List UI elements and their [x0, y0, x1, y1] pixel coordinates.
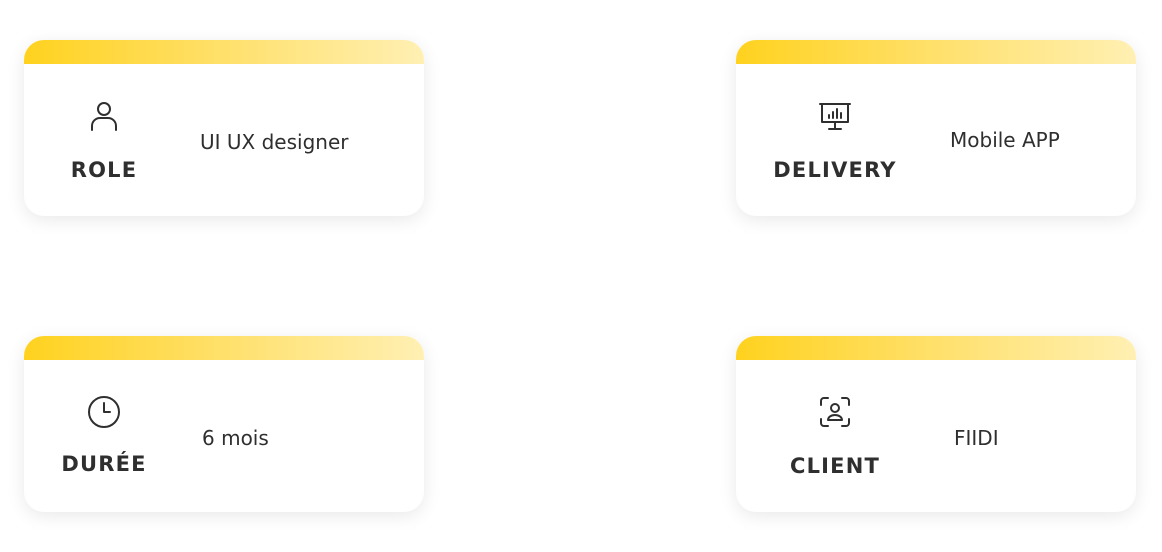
card-accent-bar: [736, 40, 1136, 64]
card-body: ROLE UI UX designer: [24, 64, 424, 216]
card-body: CLIENT FIIDI: [736, 360, 1136, 512]
card-body: DURÉE 6 mois: [24, 360, 424, 512]
card-label-column: CLIENT: [755, 360, 915, 512]
clock-icon: [86, 394, 122, 430]
client-card: CLIENT FIIDI: [736, 336, 1136, 512]
card-label-column: ROLE: [24, 64, 184, 216]
card-value: UI UX designer: [200, 130, 349, 154]
card-value: FIIDI: [954, 426, 999, 450]
card-label: DELIVERY: [773, 158, 897, 182]
card-accent-bar: [24, 336, 424, 360]
face-scan-icon: [817, 394, 853, 430]
card-label-column: DURÉE: [24, 360, 184, 512]
card-body: DELIVERY Mobile APP: [736, 64, 1136, 216]
card-label: ROLE: [70, 158, 138, 182]
delivery-card: DELIVERY Mobile APP: [736, 40, 1136, 216]
card-value: 6 mois: [202, 426, 269, 450]
card-value: Mobile APP: [950, 128, 1060, 152]
duree-card: DURÉE 6 mois: [24, 336, 424, 512]
card-label: CLIENT: [789, 454, 881, 478]
role-card: ROLE UI UX designer: [24, 40, 424, 216]
card-label: DURÉE: [61, 452, 147, 476]
card-accent-bar: [736, 336, 1136, 360]
card-label-column: DELIVERY: [755, 64, 915, 216]
presentation-chart-icon: [817, 98, 853, 134]
user-icon: [86, 98, 122, 134]
card-accent-bar: [24, 40, 424, 64]
